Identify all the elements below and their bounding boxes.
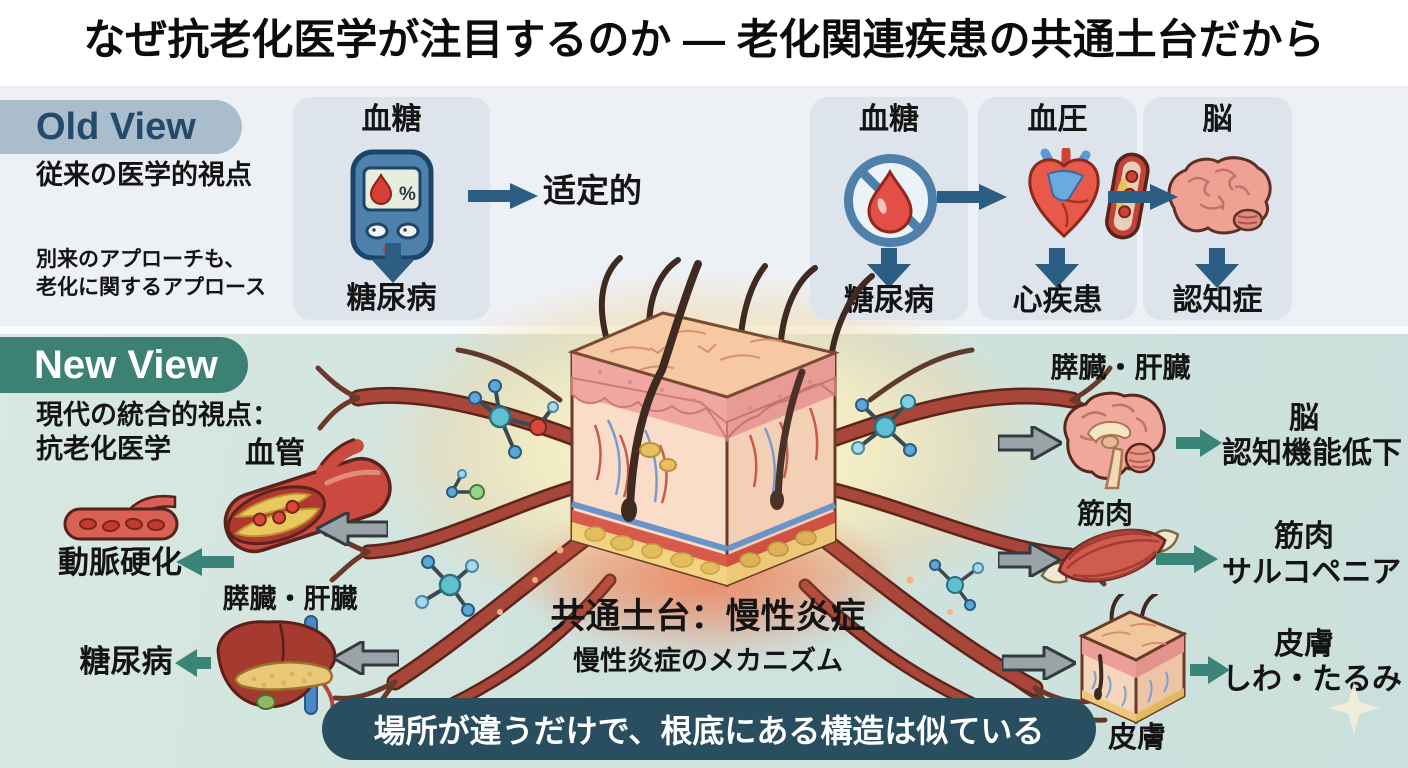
gray-left-arrow	[333, 641, 399, 675]
chain-card-1-top: 血糖	[859, 103, 919, 136]
down-arrow	[1035, 248, 1079, 288]
arteriosclerosis-label: 動脈硬化	[58, 545, 182, 580]
right-arrow	[1108, 184, 1178, 210]
old-view-note-line1: 別来のアプローチも、	[36, 248, 246, 271]
cut-vessel-icon	[223, 437, 392, 554]
vessel-label: 血管	[245, 437, 305, 470]
muscle-outcome-line2: サルコペニア	[1222, 556, 1402, 589]
gray-right-arrow	[998, 426, 1062, 460]
arteriole-icon	[63, 494, 179, 541]
liver-pancreas-label-right: 膵臓・肝臓	[1050, 352, 1191, 383]
center-subheading: 慢性炎症のメカニズム	[573, 646, 843, 676]
gray-left-arrow	[316, 512, 388, 546]
teal-right-arrow	[1156, 545, 1218, 573]
bottom-banner-text: 場所が違うだけで、根底にある構造は似ている	[373, 713, 1045, 749]
glucose-card-top-label: 血糖	[361, 103, 422, 136]
glucose-meter-icon: %	[350, 149, 434, 261]
brain-icon	[1167, 156, 1272, 235]
new-view-subtitle-line2: 抗老化医学	[36, 434, 171, 464]
old-view-note-line2: 老化に関するアプロース	[36, 276, 266, 299]
diabetes-label-left: 糖尿病	[79, 644, 173, 679]
new-view-badge: New View	[0, 337, 248, 393]
page-title: なぜ抗老化医学が注目するのか ― 老化関連疾患の共通土台だから	[83, 16, 1325, 63]
teal-left-arrow	[175, 649, 211, 677]
teal-left-arrow	[176, 548, 234, 576]
liver-pancreas-label-left: 膵臓・肝臓	[222, 584, 358, 614]
chain-card-2-bottom: 心疾患	[1012, 284, 1103, 317]
old-view-badge: Old View	[0, 100, 242, 154]
chain-card-3-top: 脳	[1202, 103, 1233, 136]
gray-right-arrow	[1002, 646, 1076, 680]
skin-block-icon	[1078, 594, 1188, 725]
glucose-result-label: 适定的	[543, 172, 642, 209]
molecule-icons	[415, 379, 984, 617]
teal-right-arrow	[1176, 429, 1222, 457]
skin-outcome-line2: しわ・たるみ	[1222, 663, 1402, 696]
glucose-card-bottom-label: 糖尿病	[346, 282, 437, 315]
right-arrow	[468, 183, 538, 209]
liver-pancreas-icon	[216, 615, 337, 715]
brain-outcome-line2: 認知機能低下	[1222, 437, 1402, 470]
chain-card-2-top: 血圧	[1027, 103, 1088, 136]
muscle-label: 筋肉	[1076, 498, 1133, 529]
brain-outcome-line1: 脳	[1289, 402, 1319, 435]
down-arrow	[1195, 248, 1239, 288]
sagittal-brain-icon	[1063, 391, 1166, 490]
skin-cross-section-illustration	[315, 255, 1113, 729]
skin-label: 皮膚	[1107, 722, 1166, 754]
chain-card-3-bottom: 認知症	[1172, 284, 1263, 317]
down-arrow	[867, 248, 911, 288]
right-arrow	[937, 184, 1007, 210]
svg-text:%: %	[399, 184, 416, 205]
down-arrow	[371, 243, 415, 283]
teal-right-arrow	[1190, 656, 1230, 684]
old-view-subtitle: 従来の医学的視点	[36, 160, 252, 190]
bottom-banner: 場所が違うだけで、根底にある構造は似ている	[322, 698, 1096, 760]
center-heading: 共通土台：慢性炎症	[550, 597, 866, 636]
skin-outcome-line1: 皮膚	[1274, 628, 1334, 661]
no-blood-drop-icon	[844, 154, 937, 247]
new-view-subtitle-line1: 現代の統合的視点：	[36, 400, 279, 430]
gray-right-arrow	[998, 543, 1060, 577]
muscle-outcome-line1: 筋肉	[1274, 520, 1334, 553]
skin-cube	[567, 260, 840, 588]
